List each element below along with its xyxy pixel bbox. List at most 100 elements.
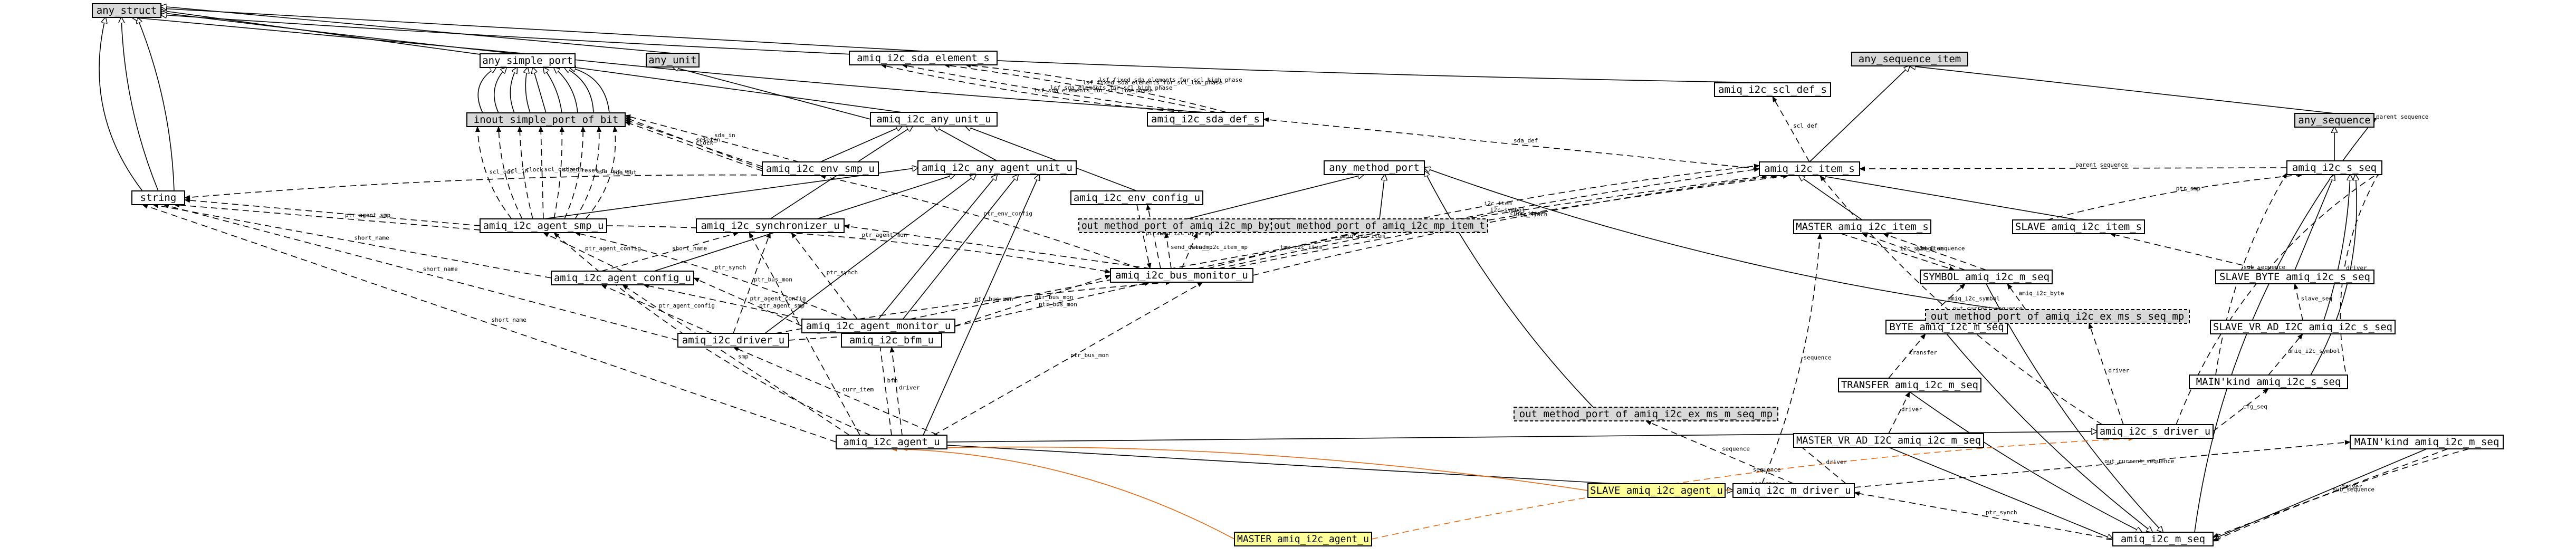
node-amiq-i2c-m-driver-u[interactable]: amiq_i2c_m_driver_u xyxy=(1732,483,1855,498)
edge-amiq_i2c_agent_u-to-amiq_i2c_agent_config_u xyxy=(622,284,850,436)
node-any-sequence[interactable]: any_sequence xyxy=(2294,113,2374,128)
node-slave-agent[interactable]: SLAVE amiq_i2c_agent_u xyxy=(1587,483,1726,498)
edge-label: parent_sequence xyxy=(2376,113,2428,120)
node-amiq-i2c-env-config-u[interactable]: amiq_i2c_env_config_u xyxy=(1070,190,1203,205)
node-box xyxy=(2350,435,2504,449)
node-omp-ms-seq[interactable]: out method_port of amiq_i2c_ex_ms_s_seq_… xyxy=(1925,309,2190,324)
edge-amiq_i2c_agent_u-to-amiq_i2c_agent_smp_u xyxy=(553,232,871,436)
edge-amiq_i2c_agent_monitor_u-to-amiq_i2c_agent_config_u xyxy=(693,277,802,326)
edge-label: driver xyxy=(2341,483,2362,490)
node-amiq-i2c-agent-monitor-u[interactable]: amiq_i2c_agent_monitor_u xyxy=(801,319,955,333)
node-label: amiq_i2c_bfm_u xyxy=(849,334,934,346)
edge-any_sequence-to-any_sequence_item xyxy=(1910,66,2335,114)
edge-amiq_i2c_m_driver_u-to-omp_m_seq xyxy=(1645,420,1794,484)
node-transfer-m-seq[interactable]: TRANSFER amiq_i2c_m_seq xyxy=(1838,378,1981,392)
node-amiq-i2c-s-seq[interactable]: amiq_i2c_s_seq xyxy=(2286,160,2382,175)
node-label: amiq_i2c_agent_monitor_u xyxy=(806,320,951,332)
node-label: inout simple_port of bit xyxy=(474,114,619,126)
node-master-item[interactable]: MASTER amiq_i2c_item_s xyxy=(1793,219,1931,234)
node-amiq-i2c-bfm-u[interactable]: amiq_i2c_bfm_u xyxy=(841,333,942,348)
node-amiq-i2c-sda-element-s[interactable]: amiq_i2c_sda_element_s xyxy=(849,51,998,65)
node-master-vr-ad-m-seq[interactable]: MASTER_VR_AD_I2C amiq_i2c_m_seq xyxy=(1793,433,1984,448)
node-amiq-i2c-s-driver-u[interactable]: amiq_i2c_s_driver_u xyxy=(2096,424,2214,439)
edge-amiq_i2c_agent_monitor_u-to-amiq_i2c_agent_smp_u xyxy=(574,231,847,320)
edge-inout_simple_port_of_bit-to-any_simple_port xyxy=(564,68,594,113)
node-main-s-seq[interactable]: MAIN'kind amiq_i2c_s_seq xyxy=(2189,374,2348,389)
node-string[interactable]: string xyxy=(131,190,185,205)
edge-slave_agent-to-amiq_i2c_agent_u xyxy=(902,446,1588,491)
node-box xyxy=(1920,270,2053,284)
node-omp-m-seq[interactable]: out method_port of amiq_i2c_ex_ms_m_seq_… xyxy=(1514,407,1778,421)
node-amiq-i2c-sda-def-s[interactable]: amiq_i2c_sda_def_s xyxy=(1147,112,1264,127)
edge-inout_simple_port_of_bit-to-any_simple_port xyxy=(554,68,578,113)
edge-amiq_i2c_agent_u-to-amiq_i2c_bus_monitor_u xyxy=(933,282,1203,436)
edge-amiq_i2c_agent_monitor_u-to-amiq_i2c_synchronizer_u xyxy=(791,232,858,320)
node-box xyxy=(1925,309,2190,324)
edge-amiq_i2c_env_config_u-to-amiq_i2c_bus_monitor_u xyxy=(1136,204,1152,269)
edge-amiq_i2c_env_config_u-to-amiq_i2c_any_unit_u xyxy=(965,126,1137,191)
edge-amiq_i2c_agent_smp_u-to-inout_simple_port_of_bit xyxy=(496,126,523,219)
node-box xyxy=(1714,82,1831,97)
edge-symbol_m_seq-to-master_item xyxy=(1883,233,1987,271)
edge-amiq_i2c_m_seq-to-amiq_i2c_m_driver_u xyxy=(1854,491,2113,540)
edge-amiq_i2c_agent_u-to-amiq_i2c_bfm_u xyxy=(889,347,903,436)
node-box xyxy=(646,53,700,68)
edge-inout_simple_port_of_bit-to-any_simple_port xyxy=(525,68,531,113)
node-any-method-port[interactable]: any_method_port xyxy=(1324,160,1425,175)
node-any-struct[interactable]: any_struct xyxy=(92,3,161,18)
node-omp-item[interactable]: out method_port of amiq_i2c_mp_item_t xyxy=(1271,218,1488,233)
node-amiq-i2c-synchronizer-u[interactable]: amiq_i2c_synchronizer_u xyxy=(696,218,845,233)
node-inout-simple-port-of-bit[interactable]: inout simple_port of bit xyxy=(466,112,626,127)
node-amiq-i2c-item-s[interactable]: amiq_i2c_item_s xyxy=(1759,161,1860,176)
edge-amiq_i2c_agent_smp_u-to-string xyxy=(174,203,512,233)
node-amiq-i2c-any-agent-unit-u[interactable]: amiq_i2c_any_agent_unit_u xyxy=(917,160,1077,175)
node-label: TRANSFER amiq_i2c_m_seq xyxy=(1841,379,1978,391)
edge-label: sda_out xyxy=(612,169,637,176)
edge-amiq_i2c_env_smp_u-to-inout_simple_port_of_bit xyxy=(625,119,763,167)
edge-label: short_name xyxy=(423,266,458,273)
node-amiq-i2c-scl-def-s[interactable]: amiq_i2c_scl_def_s xyxy=(1714,82,1831,97)
node-main-m-seq[interactable]: MAIN'kind amiq_i2c_m_seq xyxy=(2350,435,2504,449)
node-amiq-i2c-agent-u[interactable]: amiq_i2c_agent_u xyxy=(836,435,947,449)
edge-label: ptr_agent_config xyxy=(750,295,806,302)
node-box xyxy=(1514,407,1778,421)
edge-label: ptr_synch xyxy=(827,269,858,276)
node-amiq-i2c-driver-u[interactable]: amiq_i2c_driver_u xyxy=(677,333,789,348)
edge-label: lsf_fixed_sda_elements_for_scl_high_phas… xyxy=(1099,76,1242,83)
node-box xyxy=(696,218,845,233)
edge-main_s_seq-to-slave_vr_ad_s_seq xyxy=(2268,333,2303,376)
node-amiq-i2c-env-smp-u[interactable]: amiq_i2c_env_smp_u xyxy=(762,161,879,176)
node-master-agent[interactable]: MASTER amiq_i2c_agent_u xyxy=(1234,532,1372,546)
node-amiq-i2c-agent-config-u[interactable]: amiq_i2c_agent_config_u xyxy=(551,271,694,285)
edge-amiq_i2c_agent_u-to-amiq_i2c_any_agent_unit_u xyxy=(923,175,1039,436)
node-amiq-i2c-agent-smp-u[interactable]: amiq_i2c_agent_smp_u xyxy=(480,218,607,233)
node-slave-vr-ad-s-seq[interactable]: SLAVE_VR_AD_I2C amiq_i2c_s_seq xyxy=(2210,320,2396,334)
node-label: amiq_i2c_agent_smp_u xyxy=(483,220,604,232)
edge-label: lsf_sda_elements_for_scl_low_phase xyxy=(1034,87,1153,94)
node-any-unit[interactable]: any_unit xyxy=(646,53,700,68)
node-label: BYTE amiq_i2c_m_seq xyxy=(1889,321,2004,333)
edge-amiq_i2c_sda_def_s-to-amiq_i2c_sda_element_s xyxy=(902,63,1195,113)
edge-slave_item-to-amiq_i2c_item_s xyxy=(1820,176,2079,220)
edge-label: cfg_seq xyxy=(2243,404,2267,410)
node-slave-byte-s-seq[interactable]: SLAVE_BYTE amiq_i2c_s_seq xyxy=(2215,270,2374,284)
edge-label: lsf_sda_elements_for_scl_high_phase xyxy=(1050,84,1173,91)
node-box xyxy=(1838,378,1981,392)
node-omp-byte[interactable]: out method_port of amiq_i2c_mp_byte_t xyxy=(1078,218,1296,233)
edge-label: scl_in xyxy=(507,167,529,174)
node-any-sequence-item[interactable]: any_sequence_item xyxy=(1851,52,1968,66)
node-any-simple-port[interactable]: any_simple_port xyxy=(480,53,576,68)
edge-label: sequence xyxy=(1753,466,1781,473)
edge-omp_ms_seq-to-symbol_m_seq xyxy=(2007,283,2026,310)
node-slave-item[interactable]: SLAVE amiq_i2c_item_s xyxy=(2012,219,2145,234)
edge-label: ptr_bus_mon xyxy=(754,276,792,283)
edge-amiq_i2c_sda_def_s-to-amiq_i2c_sda_element_s xyxy=(944,63,1217,113)
node-symbol-m-seq[interactable]: SYMBOL amiq_i2c_m_seq xyxy=(1920,270,2053,284)
edge-amiq_i2c_m_driver_u-to-main_m_seq xyxy=(1854,440,2351,488)
edge-string-to-any_struct xyxy=(99,17,143,191)
node-amiq-i2c-m-seq[interactable]: amiq_i2c_m_seq xyxy=(2112,532,2214,546)
node-amiq-i2c-bus-monitor-u[interactable]: amiq_i2c_bus_monitor_u xyxy=(1110,268,1253,283)
node-amiq-i2c-any-unit-u[interactable]: amiq_i2c_any_unit_u xyxy=(870,112,998,127)
edge-label: slave_seq xyxy=(2301,295,2333,302)
edge-amiq_i2c_sda_def_s-to-amiq_i2c_sda_element_s xyxy=(880,63,1185,113)
